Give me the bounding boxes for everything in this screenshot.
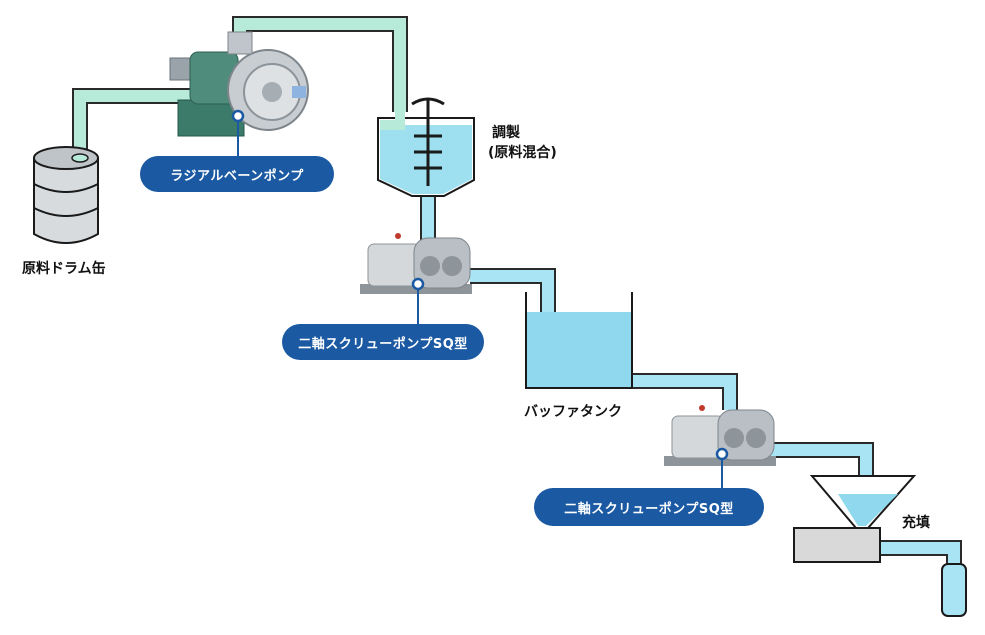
callout-radial-vane-pump: ラジアルベーンポンプ xyxy=(140,156,334,192)
callout-twin-screw-pump-1: 二軸スクリューポンプSQ型 xyxy=(282,324,484,360)
prep-label: 調製 xyxy=(492,125,520,141)
pipe-drum-to-vane-pump xyxy=(72,88,205,162)
filling-label: 充填 xyxy=(902,515,930,531)
callout-twin-screw-pump-2: 二軸スクリューポンプSQ型 xyxy=(534,488,764,526)
mixing-tank xyxy=(377,97,475,197)
twin-screw-pump-2 xyxy=(664,405,776,466)
pipe-buffer-tank-to-screw-pump-2 xyxy=(632,373,738,410)
prep-sub-label: (原料混合) xyxy=(488,145,557,161)
buffer-tank xyxy=(525,292,633,389)
radial-vane-pump xyxy=(169,31,309,137)
buffer-tank-label: バッファタンク xyxy=(524,404,622,420)
pipe-filler-to-bottle xyxy=(880,540,962,566)
filler-body xyxy=(793,527,881,563)
drum-label: 原料ドラム缶 xyxy=(22,261,106,277)
raw-material-drum xyxy=(33,146,99,244)
filled-bottle xyxy=(941,563,967,617)
callout-leader-vane xyxy=(231,109,245,160)
filling-hopper xyxy=(809,475,917,529)
callout-leader-screw-1 xyxy=(411,277,425,328)
